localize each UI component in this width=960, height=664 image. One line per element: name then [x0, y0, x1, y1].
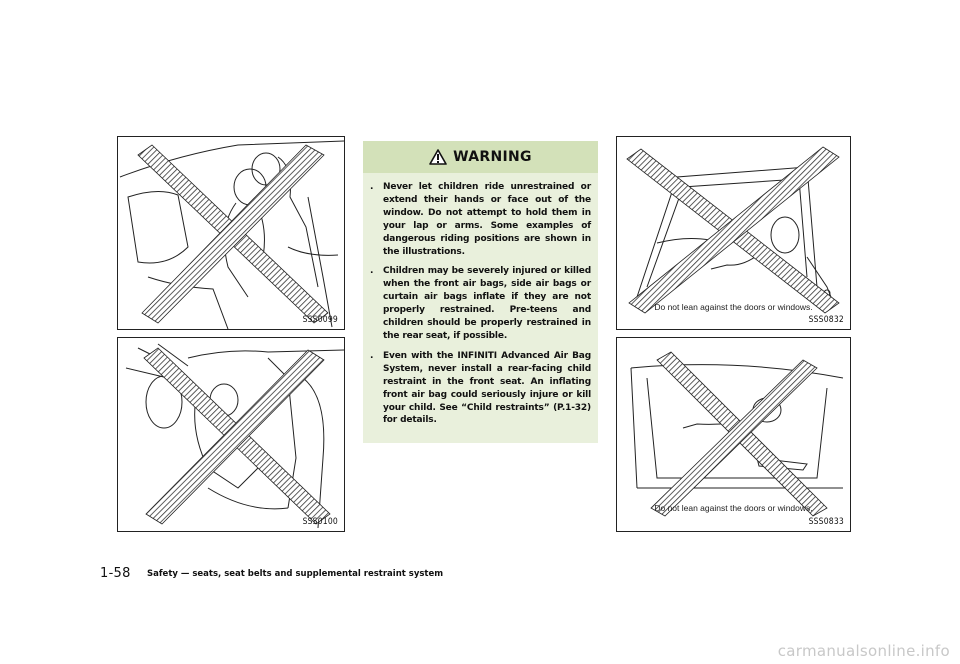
- figure-caption: Do not lean against the doors or windows…: [654, 302, 813, 312]
- child-unrestrained-illustration: [119, 140, 344, 329]
- figure-code: SSS0100: [302, 517, 338, 527]
- figure-sss0832: Do not lean against the doors or windows…: [616, 136, 851, 330]
- warning-triangle-icon: [429, 149, 447, 165]
- warning-box: WARNING . Never let children ride unrest…: [363, 141, 598, 443]
- figure-sss0833: Do not lean against the doors or windows…: [616, 337, 851, 532]
- warning-header: WARNING: [363, 141, 598, 173]
- warning-item-text: Children may be severely injured or kill…: [383, 266, 591, 341]
- watermark: carmanualsonline.info: [777, 642, 950, 660]
- figure-code: SSS0099: [302, 315, 338, 325]
- figure-code: SSS0832: [808, 315, 844, 325]
- warning-item: . Never let children ride unrestrained o…: [370, 181, 591, 258]
- rear-facing-child-seat-illustration: [125, 343, 344, 529]
- warning-list: . Never let children ride unrestrained o…: [370, 181, 591, 434]
- warning-item-text: Never let children ride unrestrained or …: [383, 182, 591, 257]
- child-leaning-door-illustration: [630, 351, 844, 517]
- page-number: 1-58: [100, 566, 131, 581]
- warning-item: . Even with the INFINITI Advanced Air Ba…: [370, 350, 591, 427]
- bullet: .: [370, 266, 374, 277]
- bullet: .: [370, 182, 374, 192]
- child-leaning-window-illustration: [626, 146, 840, 314]
- section-title: Safety — seats, seat belts and supplemen…: [147, 569, 444, 579]
- figure-caption: Do not lean against the doors or windows…: [654, 503, 813, 513]
- figure-sss0099: SSS0099: [117, 136, 345, 330]
- warning-item-text: Even with the INFINITI Advanced Air Bag …: [383, 350, 591, 426]
- warning-title: WARNING: [453, 149, 532, 165]
- bullet: .: [370, 350, 374, 361]
- figure-sss0100: SSS0100: [117, 337, 345, 532]
- figure-code: SSS0833: [808, 517, 844, 527]
- warning-item: . Children may be severely injured or ki…: [370, 265, 591, 342]
